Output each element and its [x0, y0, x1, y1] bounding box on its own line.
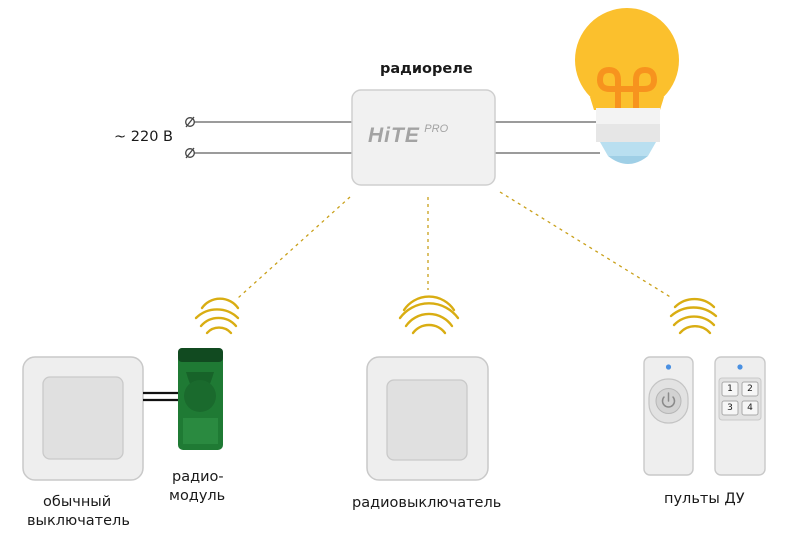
- brand-logo: HiTE PRO: [368, 123, 449, 148]
- wireless-signal-icon: [669, 297, 718, 335]
- brand-main: HiTE: [368, 124, 420, 147]
- module-wires: [143, 391, 178, 402]
- ordinary-switch-label-line1: обычный: [43, 494, 112, 510]
- ordinary-switch: [22, 356, 144, 481]
- ordinary-switch-label-line2: выключатель: [27, 513, 130, 529]
- relay-title: радиореле: [380, 61, 473, 77]
- radio-module-label-line2: модуль: [169, 488, 226, 504]
- light-bulb-icon: [575, 8, 679, 164]
- radio-module-label-line1: радио-: [172, 469, 224, 485]
- remote-control-4-button: [714, 356, 766, 476]
- brand-sup: PRO: [424, 123, 449, 135]
- remote-button-2: 2: [747, 384, 753, 394]
- radio-link-lines: [237, 191, 673, 299]
- remote-button-1: 1: [727, 384, 733, 394]
- relay-box: [351, 89, 496, 186]
- radio-switch: [366, 356, 489, 481]
- radio-module: [178, 348, 223, 450]
- wireless-signal-icon: [194, 297, 240, 335]
- radio-switch-label: радиовыключатель: [352, 495, 502, 511]
- remote-control-power: [643, 356, 694, 476]
- mains-wires: [193, 121, 600, 154]
- power-label: ~ 220 В: [114, 129, 173, 145]
- wire-terminal-icon: [185, 116, 195, 159]
- remote-button-3: 3: [727, 403, 733, 413]
- wireless-signal-icon: [398, 295, 460, 335]
- remotes-label: пульты ДУ: [664, 491, 745, 507]
- remote-button-4: 4: [747, 403, 753, 413]
